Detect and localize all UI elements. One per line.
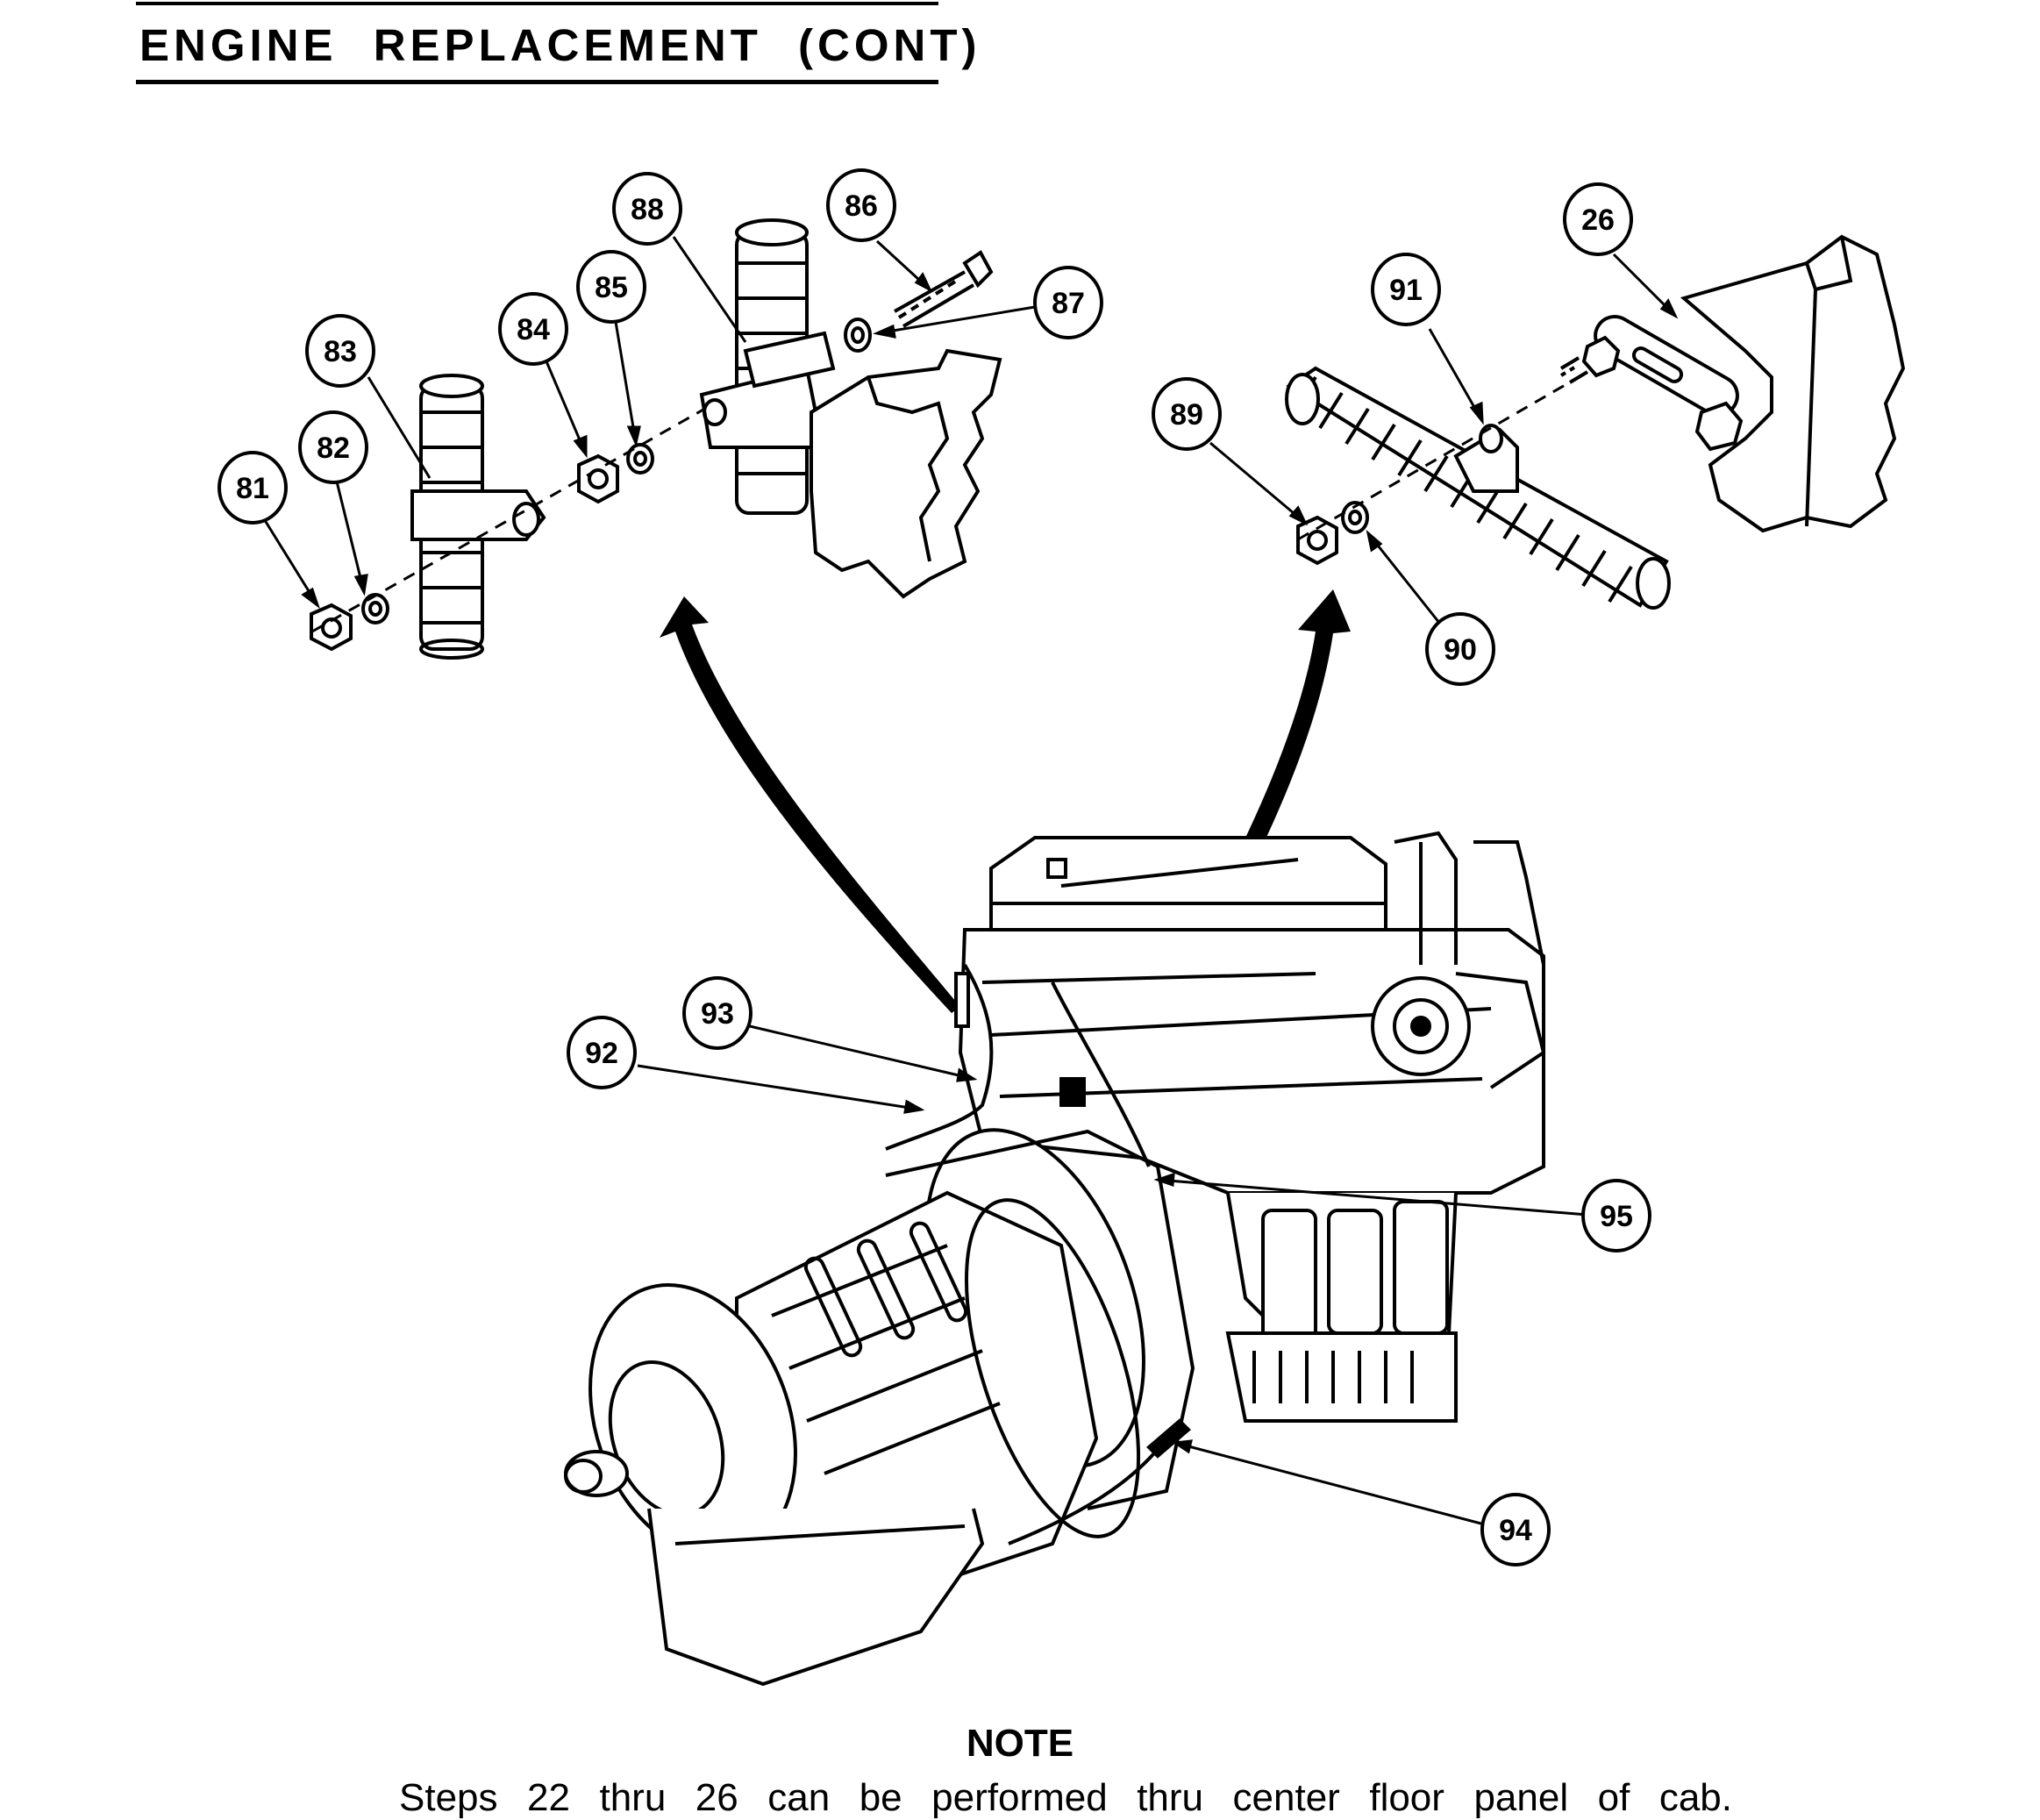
left-frame-fragment (810, 348, 1002, 599)
right-mount-detail (1285, 234, 1906, 610)
callout-81: 81 (218, 451, 288, 525)
header-bottom-rule (136, 80, 938, 84)
svg-text:83: 83 (324, 335, 357, 368)
callout-88: 88 (612, 172, 682, 246)
left-lower-spring (410, 374, 546, 660)
svg-text:87: 87 (1052, 287, 1085, 320)
left-mount-detail (310, 218, 1002, 660)
left-upper-spring (699, 218, 836, 515)
note-heading: NOTE (966, 1722, 1074, 1765)
left-curved-arrow (660, 596, 960, 1013)
svg-text:90: 90 (1444, 633, 1477, 667)
svg-text:26: 26 (1581, 203, 1615, 237)
svg-text:84: 84 (517, 313, 550, 346)
callout-90: 90 (1425, 612, 1495, 686)
header-top-rule (136, 2, 938, 5)
svg-text:82: 82 (317, 432, 350, 465)
callout-92: 92 (567, 1016, 637, 1089)
callout-94: 94 (1480, 1493, 1551, 1567)
filter-right (1393, 1200, 1449, 1335)
svg-text:93: 93 (701, 997, 734, 1031)
callout-84: 84 (498, 292, 568, 366)
svg-text:85: 85 (595, 271, 628, 304)
svg-text:89: 89 (1170, 398, 1203, 432)
svg-text:88: 88 (631, 193, 664, 226)
callout-26: 26 (1563, 182, 1633, 256)
callout-91: 91 (1371, 253, 1441, 326)
callout-95: 95 (1581, 1179, 1651, 1253)
callout-86: 86 (826, 168, 896, 242)
callout-87: 87 (1033, 266, 1103, 339)
callout-89: 89 (1152, 377, 1222, 451)
svg-text:91: 91 (1389, 274, 1423, 307)
filter-left (1261, 1209, 1317, 1344)
right-link (1594, 315, 1739, 417)
callout-83: 83 (305, 314, 375, 388)
callout-85: 85 (576, 250, 646, 324)
page-title: ENGINE REPLACEMENT (CONT) (139, 20, 981, 70)
callout-93: 93 (682, 976, 753, 1050)
nut-89 (1296, 515, 1338, 566)
note-text: Steps 22 thru 26 can be performed thru c… (399, 1776, 1732, 1819)
leader-lines (261, 236, 1679, 1528)
svg-text:94: 94 (1499, 1514, 1532, 1547)
callout-82: 82 (298, 410, 368, 484)
transmission-assembly (564, 1128, 1195, 1687)
svg-text:81: 81 (236, 472, 269, 505)
left-bolt (844, 250, 994, 353)
right-frame-fragment (1680, 234, 1906, 533)
engine-assembly (885, 831, 1546, 1423)
svg-text:86: 86 (845, 189, 878, 223)
left-fasteners (310, 349, 808, 652)
svg-text:95: 95 (1600, 1200, 1633, 1233)
svg-text:92: 92 (585, 1037, 618, 1070)
